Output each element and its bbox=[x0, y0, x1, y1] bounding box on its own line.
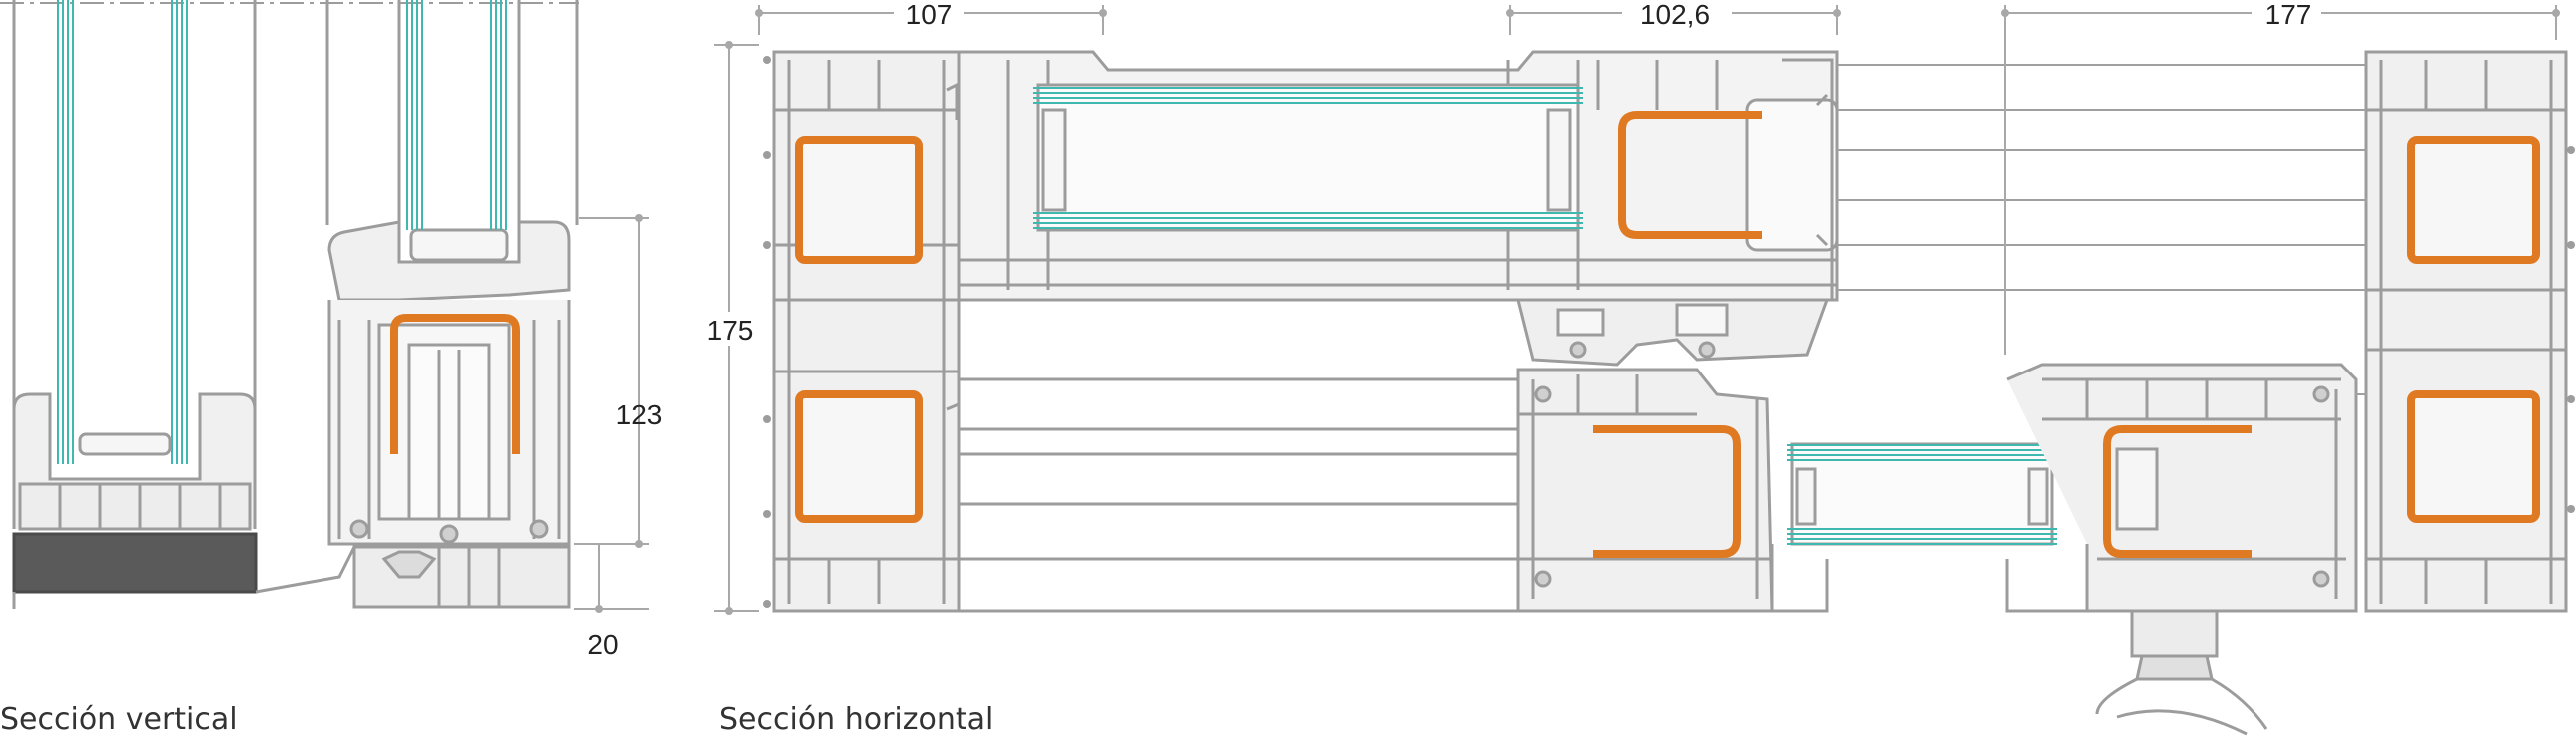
dimension-vertical-bottom: 20 bbox=[587, 629, 618, 660]
handle-profile bbox=[2095, 609, 2268, 736]
horizontal-dimension-lines bbox=[714, 5, 2560, 615]
frame-bullets bbox=[763, 56, 2575, 608]
upper-glass-unit bbox=[1033, 83, 1583, 232]
interlock-profile bbox=[1516, 298, 1830, 367]
caption-vertical-section: Sección vertical bbox=[0, 702, 238, 737]
vertical-steel-reinforcement bbox=[390, 314, 520, 454]
right-glass-pane bbox=[406, 0, 507, 230]
left-glass-pane bbox=[57, 0, 188, 464]
dimension-top-middle: 102,6 bbox=[1640, 0, 1710, 30]
dimension-top-right: 177 bbox=[2265, 0, 2312, 30]
dimension-top-left: 107 bbox=[906, 0, 953, 30]
steel-reinforcement-lower-middle bbox=[1593, 425, 1741, 558]
caption-horizontal-section: Sección horizontal bbox=[719, 702, 993, 737]
steel-reinforcement-lower-right-frame bbox=[2407, 390, 2540, 523]
vertical-section bbox=[0, 0, 649, 613]
right-sliding-sash bbox=[325, 0, 579, 546]
lower-right-sash bbox=[2006, 363, 2358, 613]
bottom-rail-track bbox=[352, 545, 571, 609]
horizontal-rails bbox=[1837, 64, 2366, 395]
steel-reinforcement-upper-right bbox=[2407, 136, 2540, 264]
lower-glass-unit bbox=[1770, 442, 2087, 613]
threshold-bar bbox=[12, 532, 258, 594]
steel-reinforcement-upper-middle bbox=[1618, 111, 1762, 239]
vertical-dimension-lines bbox=[574, 214, 649, 613]
steel-reinforcement-upper-left bbox=[795, 136, 923, 264]
steel-reinforcement-lower-left bbox=[795, 390, 923, 523]
lower-left-frame bbox=[959, 377, 1518, 613]
dimension-vertical-height: 123 bbox=[616, 399, 663, 430]
horizontal-section bbox=[714, 5, 2575, 736]
dimension-left-height: 175 bbox=[707, 315, 754, 346]
left-fixed-sash bbox=[12, 0, 257, 531]
steel-reinforcement-lower-right bbox=[2103, 425, 2252, 558]
